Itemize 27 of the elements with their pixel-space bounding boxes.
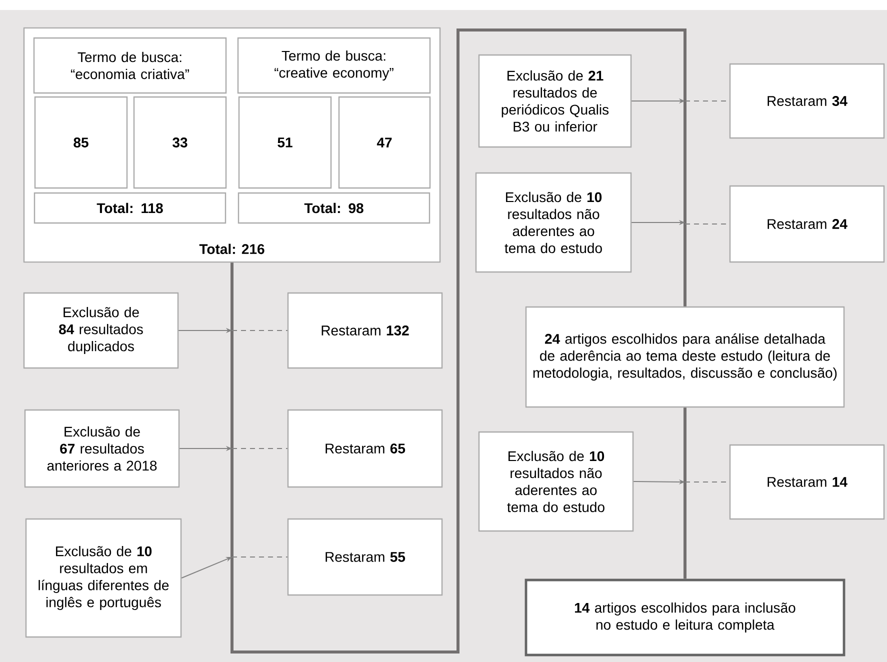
result-box: Restaram 55: [287, 518, 443, 596]
flow-line: [230, 28, 686, 654]
dashed-line: [232, 448, 288, 449]
count-box: 47: [338, 96, 431, 189]
result-box: Restaram 24: [729, 185, 885, 263]
exclusion-box: Exclusão de 84 resultados duplicados: [23, 292, 179, 369]
dashed-line: [232, 556, 288, 558]
flow-line: [684, 408, 686, 579]
exclusion-box: Exclusão de 10 resultados não aderentes ao tema do estudo: [475, 172, 632, 273]
exclusion-box: Exclusão de 10 resultados não aderentes ao tema do estudo: [478, 431, 634, 532]
count-box: 51: [238, 96, 332, 189]
result-box: Restaram 34: [729, 63, 885, 139]
search-term-box: Termo de busca: “creative economy”: [237, 37, 431, 94]
result-box: Restaram 132: [287, 292, 443, 369]
exclusion-box: Exclusão de 67 resultados anteriores a 2018: [24, 409, 180, 488]
selection-box: 24 artigos escolhidos para análise detalhada de aderência ao tema deste estudo (leitura de metodologia, resultados, discussão e conclusão): [525, 306, 845, 408]
count-box: 33: [133, 96, 227, 189]
final-box: 14 artigos escolhidos para inclusão no estudo e leitura completa: [524, 578, 846, 656]
total-box: Total: 98: [238, 192, 430, 224]
total-box: Total: 118: [34, 192, 226, 224]
dashed-line: [232, 330, 288, 331]
search-term-box: Termo de busca: “economia criativa”: [33, 37, 227, 94]
exclusion-box: Exclusão de 21 resultados de periódicos Qualis B3 ou inferior: [478, 54, 632, 148]
result-box: Restaram 14: [729, 444, 885, 520]
result-box: Restaram 65: [287, 409, 443, 488]
exclusion-box: Exclusão de 10 resultados em línguas diferentes de inglês e português: [25, 518, 182, 638]
count-box: 85: [34, 96, 128, 189]
